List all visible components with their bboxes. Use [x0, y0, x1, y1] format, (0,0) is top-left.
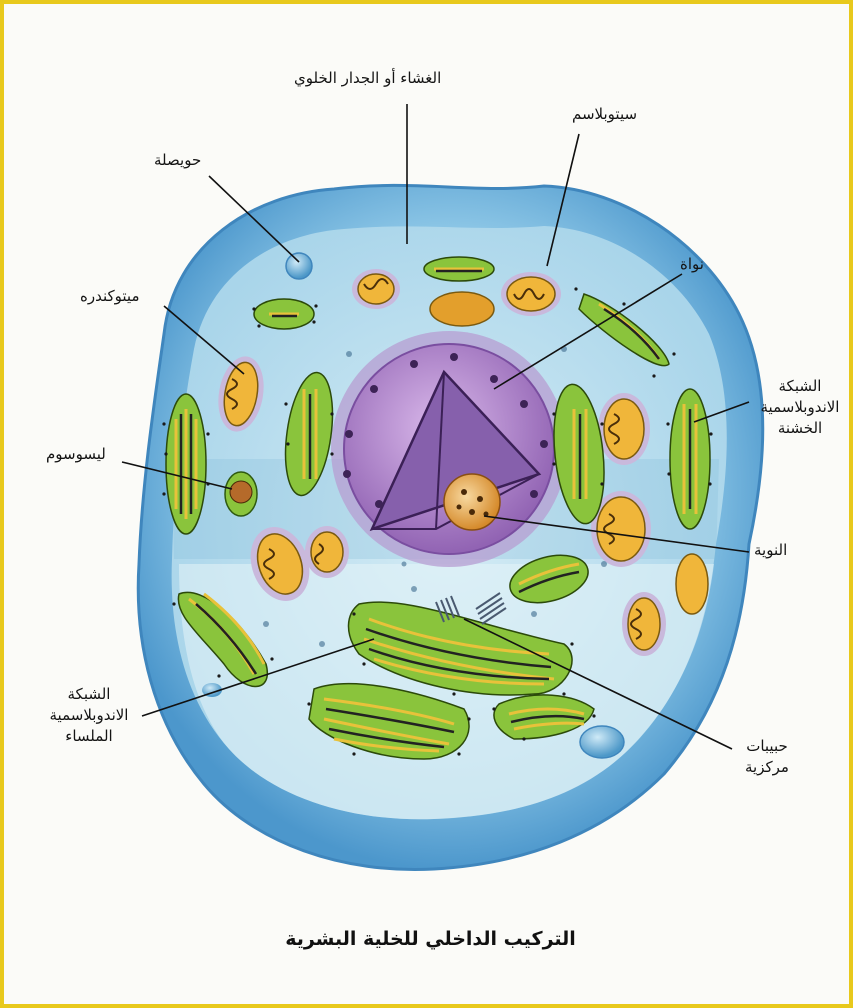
vesicle-bottom — [580, 726, 624, 758]
label-nucleus: نواة — [680, 254, 704, 275]
diagram-caption: التركيب الداخلي للخلية البشرية — [4, 928, 853, 950]
label-lysosome: ليسوسوم — [46, 444, 106, 465]
label-centrioles-line1: حبيبات — [732, 736, 802, 757]
label-nucleolus: النوية — [754, 540, 787, 561]
nucleolus — [444, 474, 500, 530]
cell-illustration — [4, 4, 853, 1008]
label-rough-er-line2: الاندوبلاسمية — [752, 397, 848, 418]
label-centrioles: حبيبات مركزية — [732, 736, 802, 778]
label-rough-er-line3: الخشنة — [752, 418, 848, 439]
label-smooth-er-line3: الملساء — [34, 726, 144, 747]
label-cytoplasm: سيتوبلاسم — [572, 104, 637, 125]
label-vesicle: حويصلة — [154, 150, 201, 171]
label-centrioles-line2: مركزية — [732, 757, 802, 778]
label-smooth-er-line2: الاندوبلاسمية — [34, 705, 144, 726]
label-membrane: الغشاء أو الجدار الخلوي — [294, 68, 441, 89]
label-rough-er-line1: الشبكة — [752, 376, 848, 397]
label-mitochondrion: ميتوكندره — [80, 286, 139, 307]
label-smooth-er-line1: الشبكة — [34, 684, 144, 705]
label-rough-er: الشبكة الاندوبلاسمية الخشنة — [752, 376, 848, 439]
label-smooth-er: الشبكة الاندوبلاسمية الملساء — [34, 684, 144, 747]
vesicle-top — [286, 253, 312, 279]
